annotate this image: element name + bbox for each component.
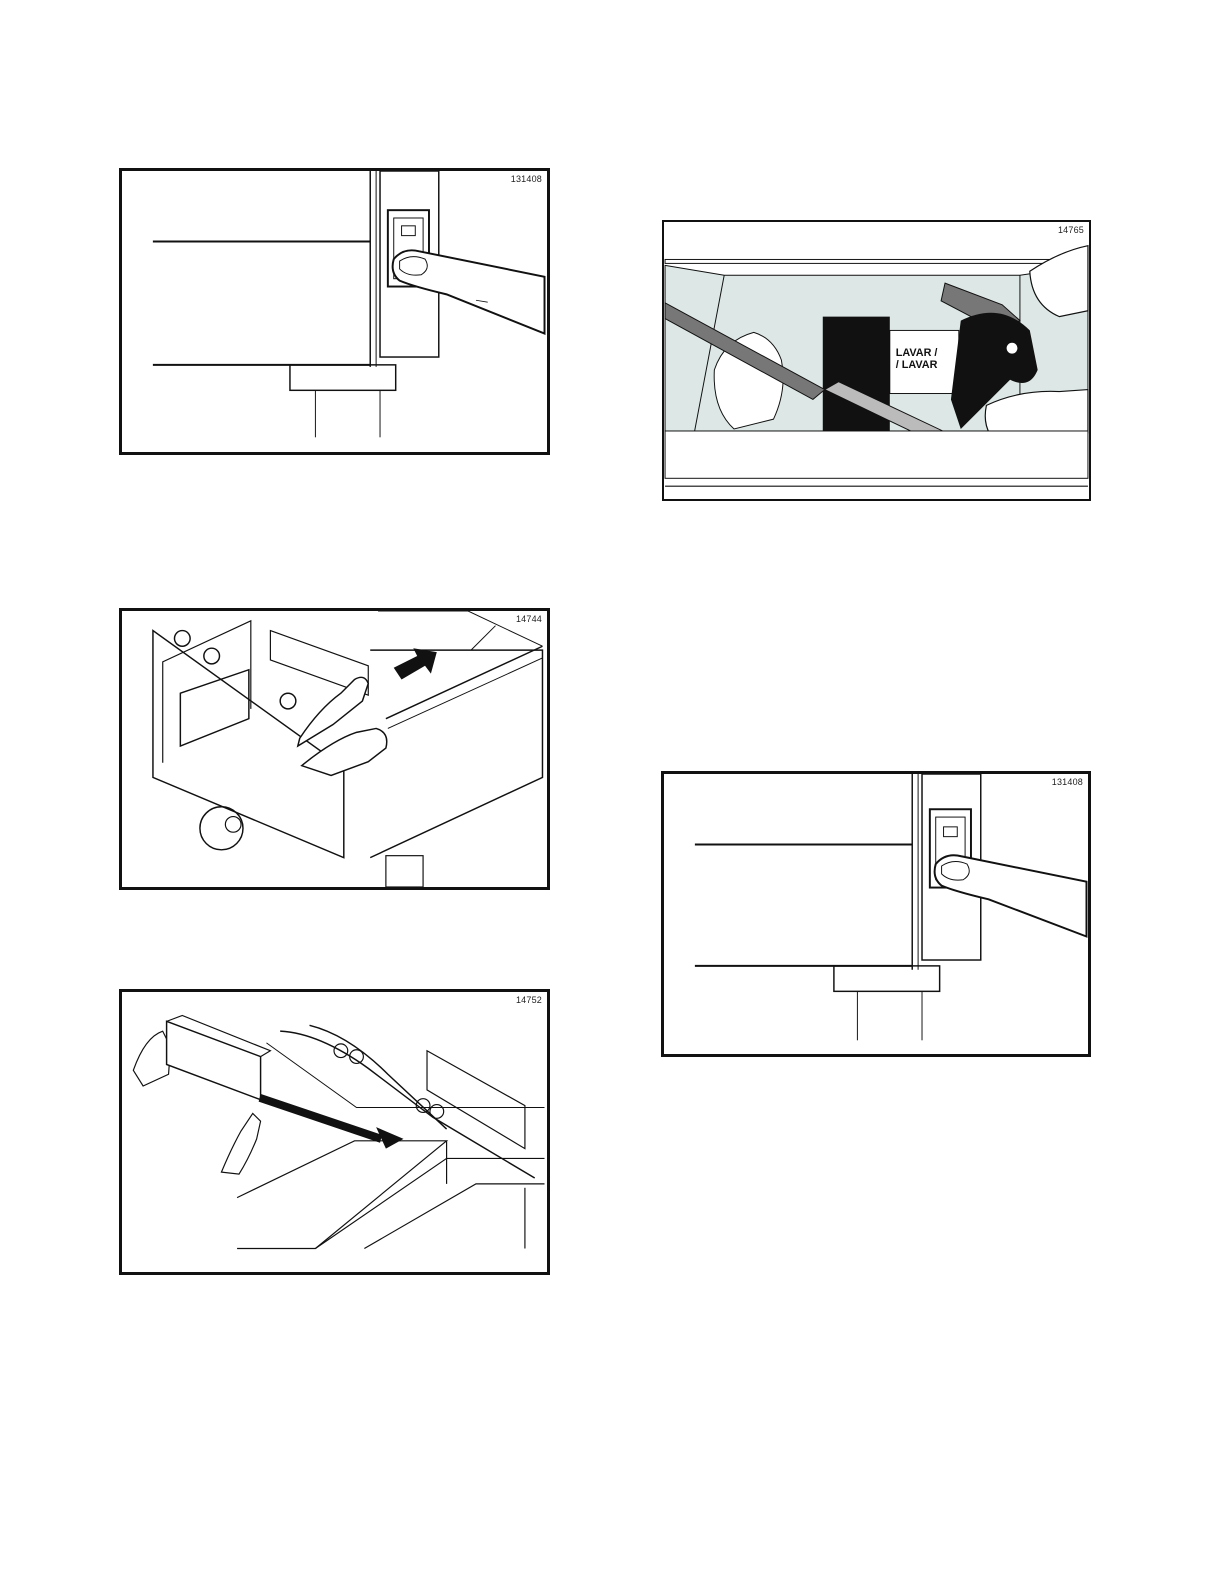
figure-lift-cover: 14744 xyxy=(119,608,550,890)
lift-cover-illustration xyxy=(122,611,547,887)
remove-cover-illustration xyxy=(122,992,547,1272)
figure-power-switch-2: 131408 xyxy=(661,771,1091,1057)
frypot-label-line-2: / LAVAR xyxy=(896,359,938,371)
figure-clean-frypot: 14765 LAVAR / / LAVAR xyxy=(662,220,1091,501)
figure-remove-element-cover: 14752 xyxy=(119,989,550,1275)
frypot-label-line-1: LAVAR / xyxy=(896,347,938,359)
clean-frypot-illustration: LAVAR / / LAVAR xyxy=(664,222,1089,499)
power-switch-illustration xyxy=(122,171,547,452)
figure-power-switch-1: 131408 xyxy=(119,168,550,455)
power-switch-illustration xyxy=(664,774,1088,1054)
